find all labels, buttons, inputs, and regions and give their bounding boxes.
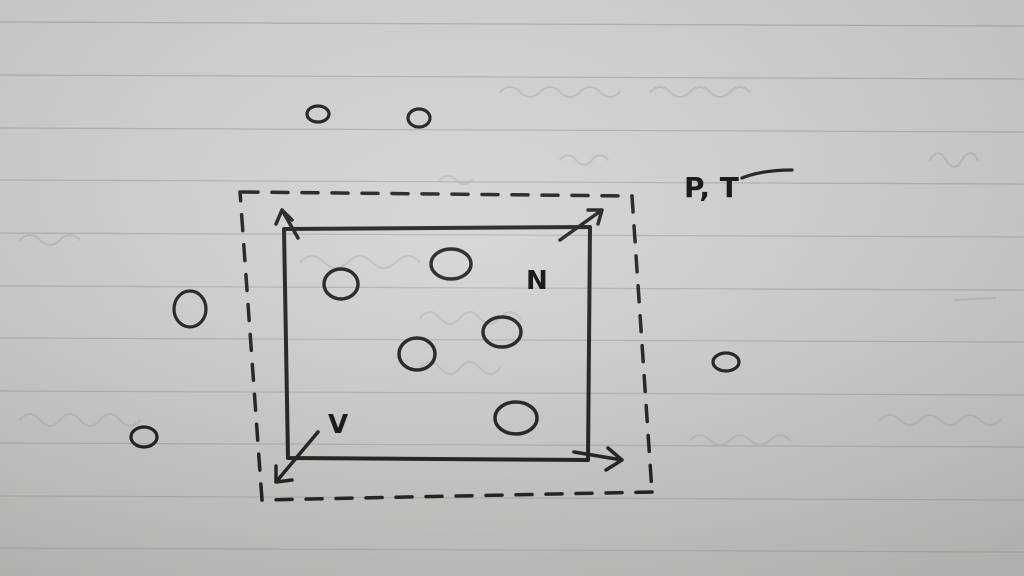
label-n: N	[526, 266, 548, 296]
label-p-t: P, T	[684, 171, 739, 204]
label-v: V	[328, 410, 349, 440]
